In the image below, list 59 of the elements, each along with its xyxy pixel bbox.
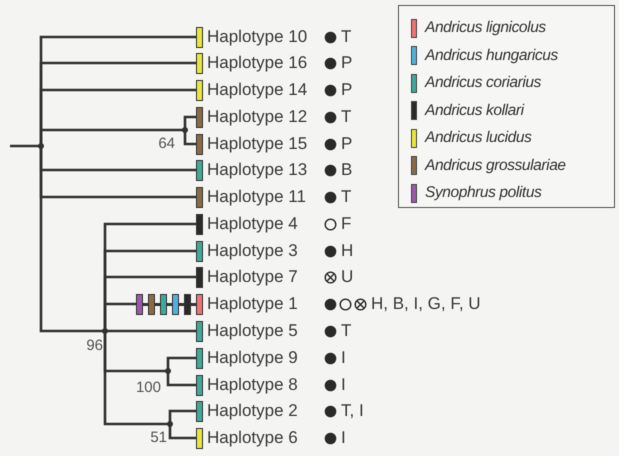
locality-code: T xyxy=(341,187,352,207)
locality-code: T xyxy=(341,107,352,127)
legend-label: Andricus coriarius xyxy=(425,74,541,92)
tree-branch xyxy=(166,356,196,371)
legend-label: Andricus lucidus xyxy=(425,129,532,147)
tree-branch xyxy=(40,128,185,146)
tree-branch xyxy=(104,302,136,331)
locality-code: F xyxy=(341,214,352,234)
tree-branch xyxy=(184,130,196,146)
bootstrap-value: 100 xyxy=(136,379,161,396)
haplotype-name: Haplotype 10 xyxy=(207,27,308,47)
locality-code: I xyxy=(341,348,346,368)
haplotype-name: Haplotype 14 xyxy=(207,80,308,100)
locality-code: U xyxy=(341,267,354,287)
haplotype-name: Haplotype 11 xyxy=(207,187,307,207)
legend-label: Andricus hungaricus xyxy=(425,46,558,64)
locality-code: H xyxy=(341,241,354,261)
tree-branch xyxy=(168,410,196,424)
locality-code: I xyxy=(341,428,346,448)
locality-code: B xyxy=(341,160,352,180)
tree-branch xyxy=(184,116,196,130)
haplotype-name: Haplotype 9 xyxy=(207,348,299,368)
branch-point xyxy=(165,368,171,374)
tree-branch xyxy=(166,371,196,386)
locality-code: T, I xyxy=(341,401,364,421)
bootstrap-value: 96 xyxy=(86,337,103,354)
locality-code: P xyxy=(341,80,352,100)
haplotype-name: Haplotype 2 xyxy=(207,401,299,421)
branch-point xyxy=(167,421,173,427)
legend-label: Synophrus politus xyxy=(425,184,542,202)
haplotype-name: Haplotype 5 xyxy=(207,321,299,341)
legend-label: Andricus lignicolus xyxy=(425,19,546,37)
bootstrap-value: 51 xyxy=(150,429,167,446)
haplotype-name: Haplotype 8 xyxy=(207,375,299,395)
haplotype-name: Haplotype 1 xyxy=(207,294,299,314)
tree-branch xyxy=(40,146,105,332)
tree-branch xyxy=(10,144,41,148)
haplotype-name: Haplotype 12 xyxy=(207,107,308,127)
locality-code: T xyxy=(341,27,352,47)
branch-point xyxy=(182,127,188,133)
branch-point xyxy=(102,328,108,334)
haplotype-name: Haplotype 16 xyxy=(207,53,308,73)
locality-code: P xyxy=(341,53,352,73)
locality-code: I xyxy=(341,375,346,395)
tree-branch xyxy=(168,424,196,440)
legend-label: Andricus grossulariae xyxy=(425,156,566,174)
branch-point xyxy=(38,143,44,149)
haplotype-name: Haplotype 4 xyxy=(207,214,299,234)
haplotype-name: Haplotype 13 xyxy=(207,160,308,180)
locality-code: P xyxy=(341,134,352,154)
bootstrap-value: 64 xyxy=(158,135,175,152)
haplotype-name: Haplotype 3 xyxy=(207,241,299,261)
haplotype-name: Haplotype 6 xyxy=(207,428,299,448)
tree-branch xyxy=(104,331,170,426)
haplotype-name: Haplotype 15 xyxy=(207,134,308,154)
locality-code: T xyxy=(341,321,352,341)
locality-code: H, B, I, G, F, U xyxy=(371,294,481,314)
haplotype-name: Haplotype 7 xyxy=(207,267,299,287)
legend-label: Andricus kollari xyxy=(425,102,524,120)
